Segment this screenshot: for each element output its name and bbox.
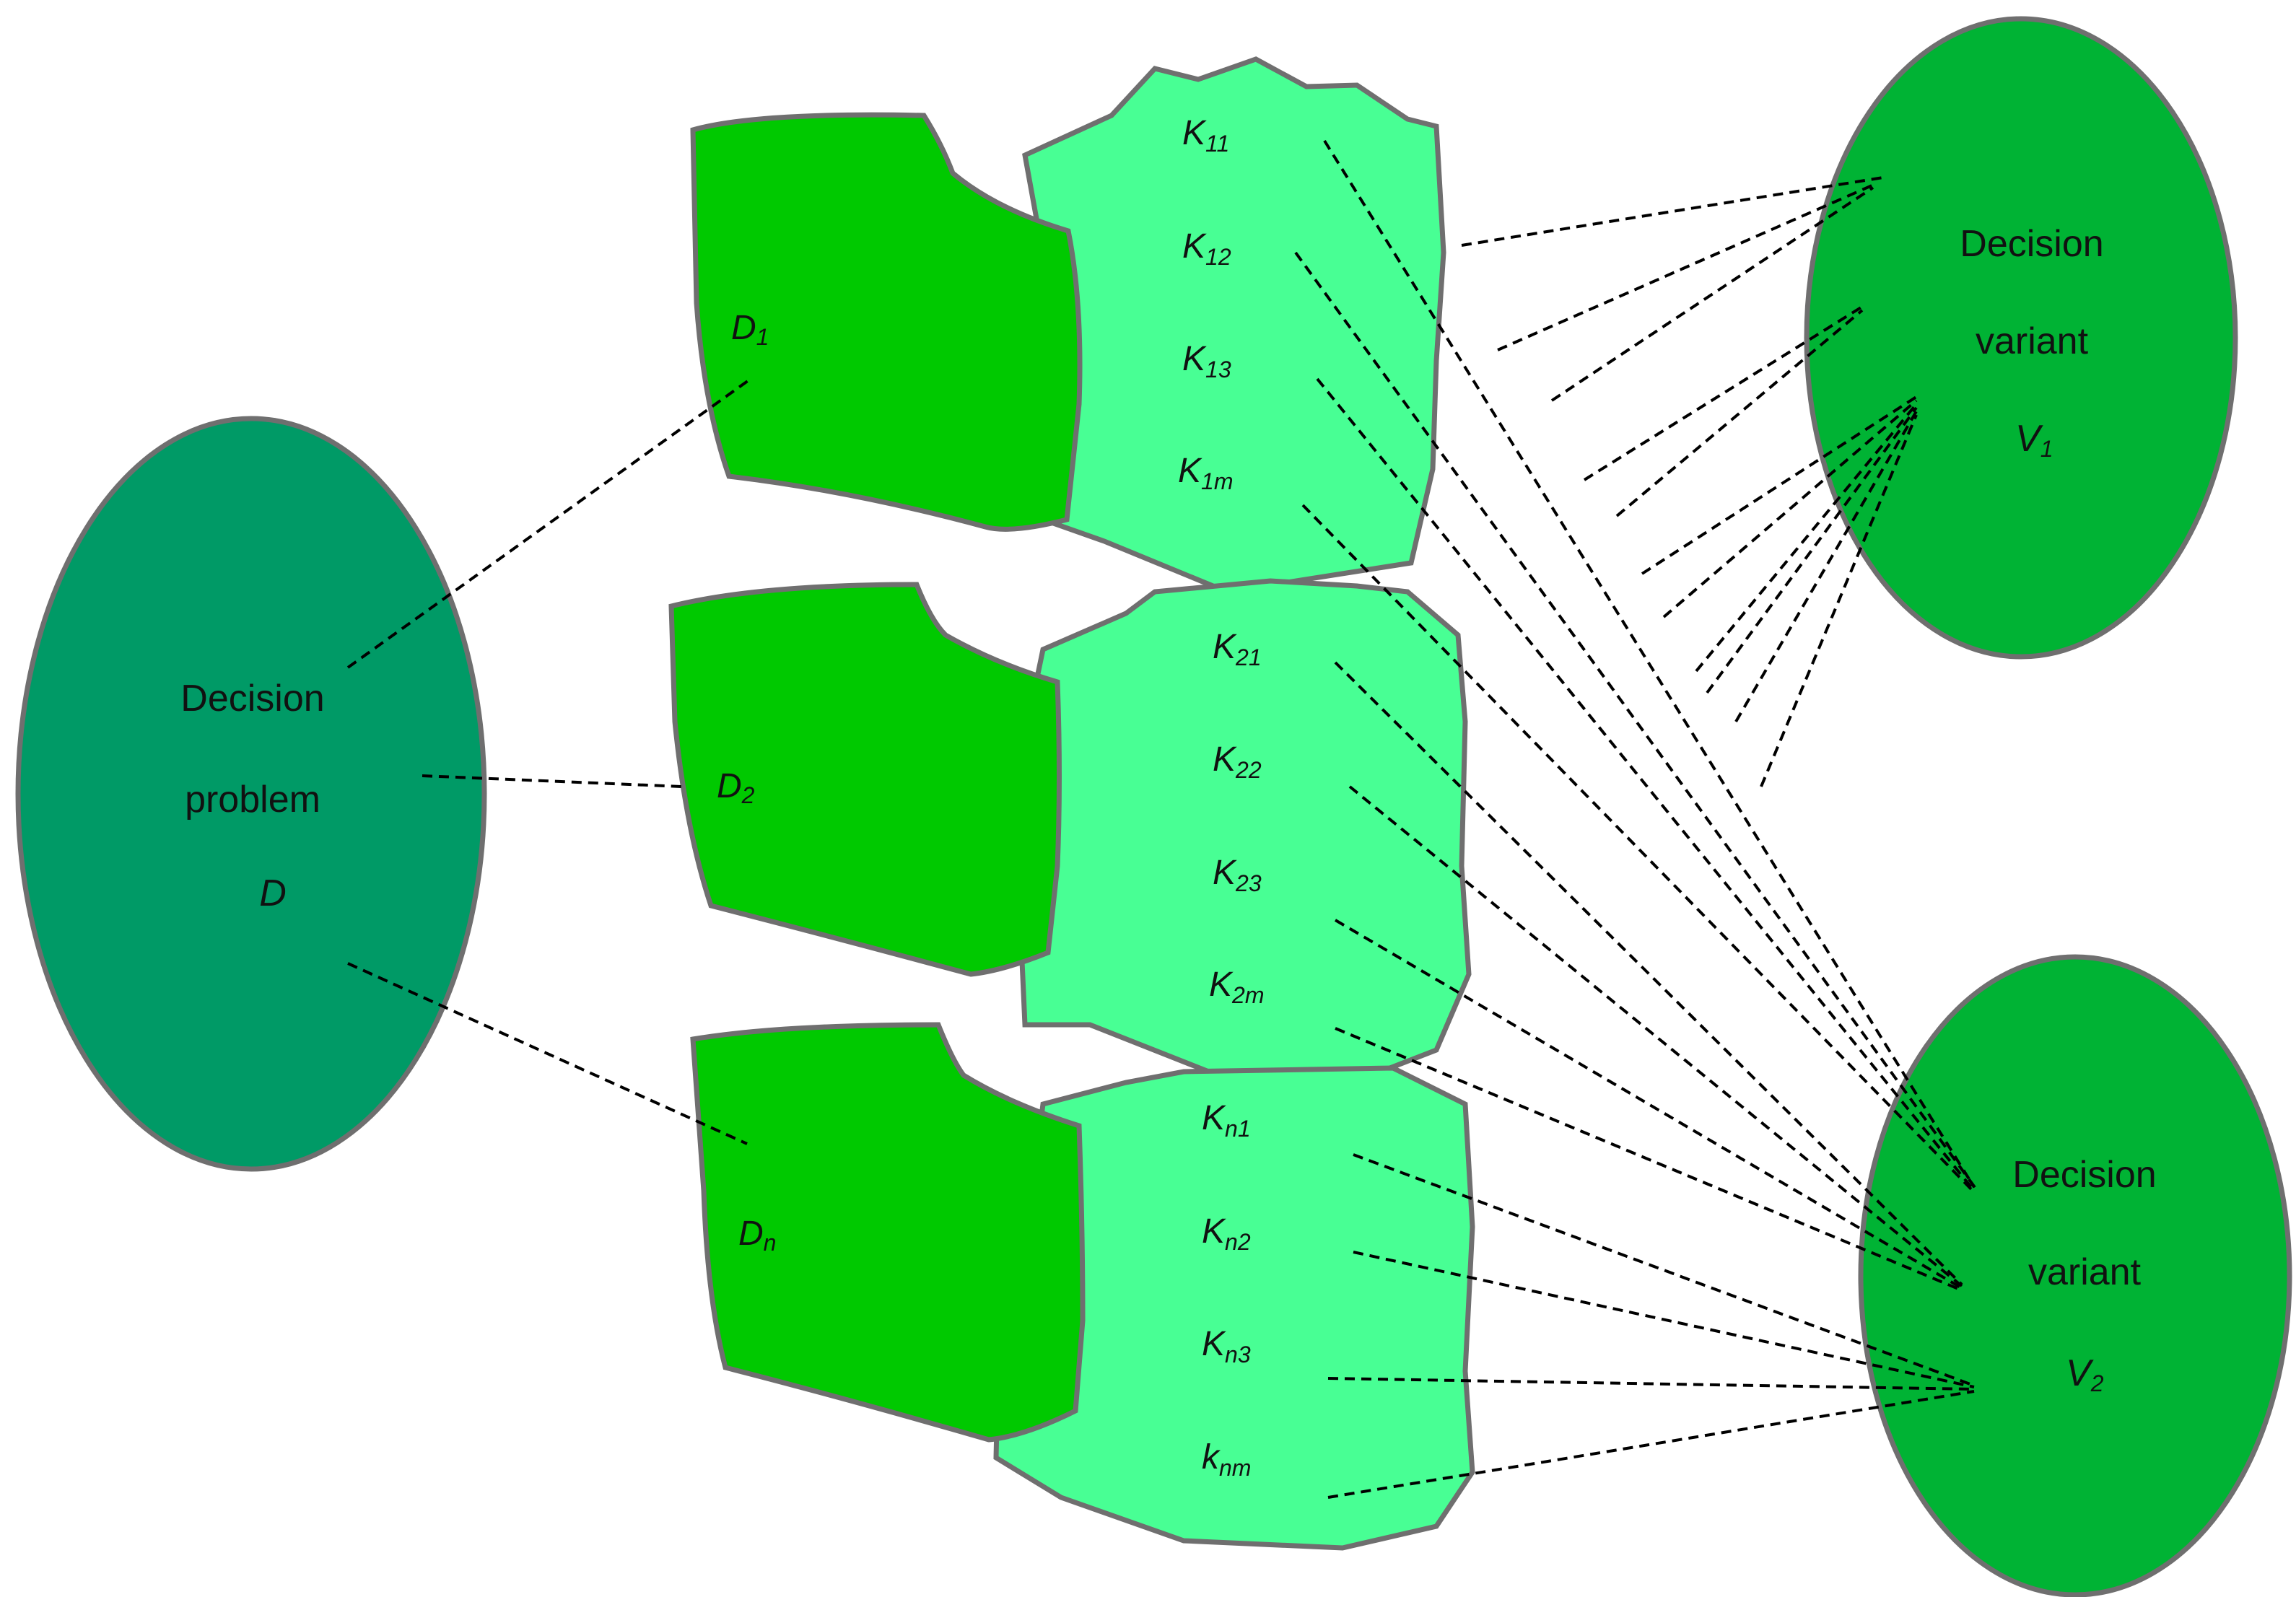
decision-variant-1-label: Decision variant V1 — [1960, 223, 2103, 462]
variant-1-line1: Decision — [1960, 223, 2103, 265]
variant-1-line2: variant — [1976, 320, 2089, 362]
criterion-label: Kn1 — [1202, 1099, 1251, 1142]
connector — [1583, 305, 1864, 481]
connector — [1316, 377, 1976, 1192]
connector — [1327, 1377, 1975, 1391]
problem-symbol: D — [259, 872, 287, 914]
variant-2-symbol: V2 — [2066, 1352, 2104, 1396]
problem-domain-connectors — [346, 377, 752, 1145]
criterion-label: K12 — [1182, 227, 1231, 270]
connector — [1615, 309, 1864, 517]
criterion-label: K23 — [1213, 854, 1262, 896]
criterion-label: Kn3 — [1202, 1325, 1251, 1368]
connector — [1662, 399, 1918, 618]
criterion-label: K21 — [1213, 628, 1262, 670]
connector — [1641, 395, 1918, 575]
domain-label-1: D1 — [731, 309, 769, 350]
criteria-labels-block-n: Kn1 Kn2 Kn3 knm — [1202, 1099, 1251, 1481]
criterion-label: K11 — [1182, 114, 1229, 157]
connector — [1353, 1251, 1975, 1388]
connector — [1334, 919, 1963, 1290]
decision-problem-ellipse — [15, 416, 487, 1172]
criteria-labels-block-1: K11 K12 K13 K1m — [1178, 114, 1233, 494]
variant-2-line1: Decision — [2012, 1154, 2156, 1196]
criteria-block-1 — [1022, 56, 1446, 595]
connector — [1734, 410, 1918, 723]
connector — [1461, 175, 1888, 247]
criterion-label: Kn2 — [1202, 1212, 1251, 1255]
decision-variant-2-ellipse — [1858, 954, 2292, 1597]
criterion-label: K22 — [1213, 740, 1262, 783]
domain-label-2: D2 — [717, 767, 755, 808]
connector — [1550, 186, 1874, 402]
decision-variant-1-ellipse — [1804, 16, 2238, 660]
criterion-label: K13 — [1182, 340, 1231, 382]
criterion-label: K1m — [1178, 452, 1233, 494]
connector — [1760, 414, 1918, 787]
variant-2-line2: variant — [2028, 1251, 2142, 1293]
connector — [1353, 1153, 1975, 1387]
criteria-variant1-connectors — [1461, 175, 1918, 787]
domain-block-2 — [668, 582, 1062, 977]
connector — [1334, 661, 1963, 1286]
connector — [1335, 1027, 1963, 1292]
criteria-variant2-connectors — [1294, 139, 1978, 1499]
connector — [1695, 403, 1918, 673]
criterion-label: knm — [1202, 1438, 1251, 1481]
domain-block-1 — [690, 112, 1083, 532]
variant-1-symbol: V1 — [2015, 418, 2053, 462]
connector — [347, 962, 748, 1145]
connector — [1327, 1390, 1975, 1499]
connector — [1497, 183, 1876, 351]
criteria-block-2 — [1015, 578, 1472, 1082]
criteria-labels-block-2: K21 K22 K23 K2m — [1209, 628, 1264, 1008]
connector — [422, 774, 683, 788]
connector — [1706, 406, 1918, 694]
domain-block-3 — [690, 1022, 1086, 1443]
connector — [1294, 251, 1978, 1191]
domain-label-n: Dn — [738, 1215, 776, 1256]
problem-line1: Decision — [180, 678, 324, 719]
criterion-label: K2m — [1209, 966, 1264, 1008]
connector — [1301, 504, 1976, 1194]
decision-variant-2-label: Decision variant V2 — [2012, 1154, 2156, 1396]
decision-problem-label: Decision problem D — [180, 678, 324, 914]
connector — [1323, 139, 1976, 1189]
problem-line2: problem — [185, 779, 320, 821]
